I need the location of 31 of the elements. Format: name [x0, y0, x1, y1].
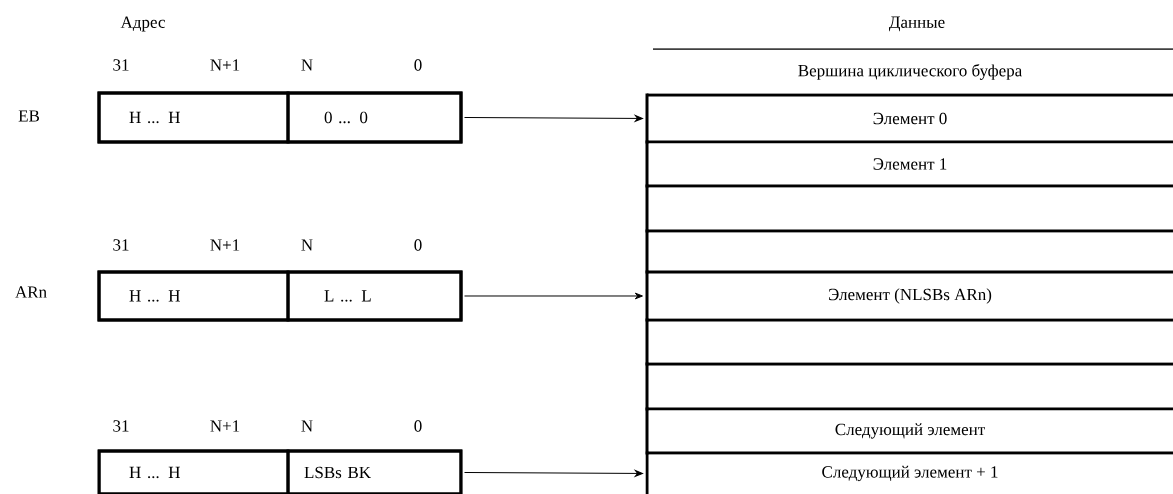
register-field: H ... H [97, 270, 290, 322]
column-heading: Данные [888, 16, 945, 32]
register-field: H ... H [97, 449, 290, 494]
register-name: EB [18, 110, 40, 122]
bit-number: N [301, 239, 313, 251]
register-field: L ... L [286, 270, 463, 322]
bit-number: N+1 [210, 239, 240, 251]
bit-number: N+1 [210, 59, 240, 71]
bit-number: 31 [113, 420, 129, 432]
register-name: ARn [15, 286, 47, 298]
bit-number: N [301, 59, 313, 71]
column-heading: Адрес [120, 16, 165, 32]
table-row: Следующий элемент [645, 407, 1173, 455]
bit-number: 0 [414, 59, 422, 71]
arrow [464, 115, 643, 122]
bit-number: N [301, 420, 313, 432]
register-field: H ... H [97, 91, 290, 144]
bit-number: 31 [113, 239, 129, 251]
table-row: Элемент (NLSBs ARn) [645, 270, 1173, 322]
table-row: Элемент 1 [645, 140, 1173, 188]
register-field: 0 ... 0 [286, 91, 463, 144]
table-row: Вершина циклического буфера [652, 48, 1173, 80]
bit-number: 31 [113, 59, 129, 71]
bit-number: 0 [414, 239, 422, 251]
arrow [464, 292, 643, 300]
bit-number: N+1 [210, 420, 240, 432]
table-row: Элемент 0 [645, 93, 1173, 144]
register-field: LSBs BK [286, 449, 463, 494]
table-row: Следующий элемент + 1 [645, 451, 1173, 494]
bit-number: 0 [414, 420, 422, 432]
arrow [464, 470, 643, 477]
